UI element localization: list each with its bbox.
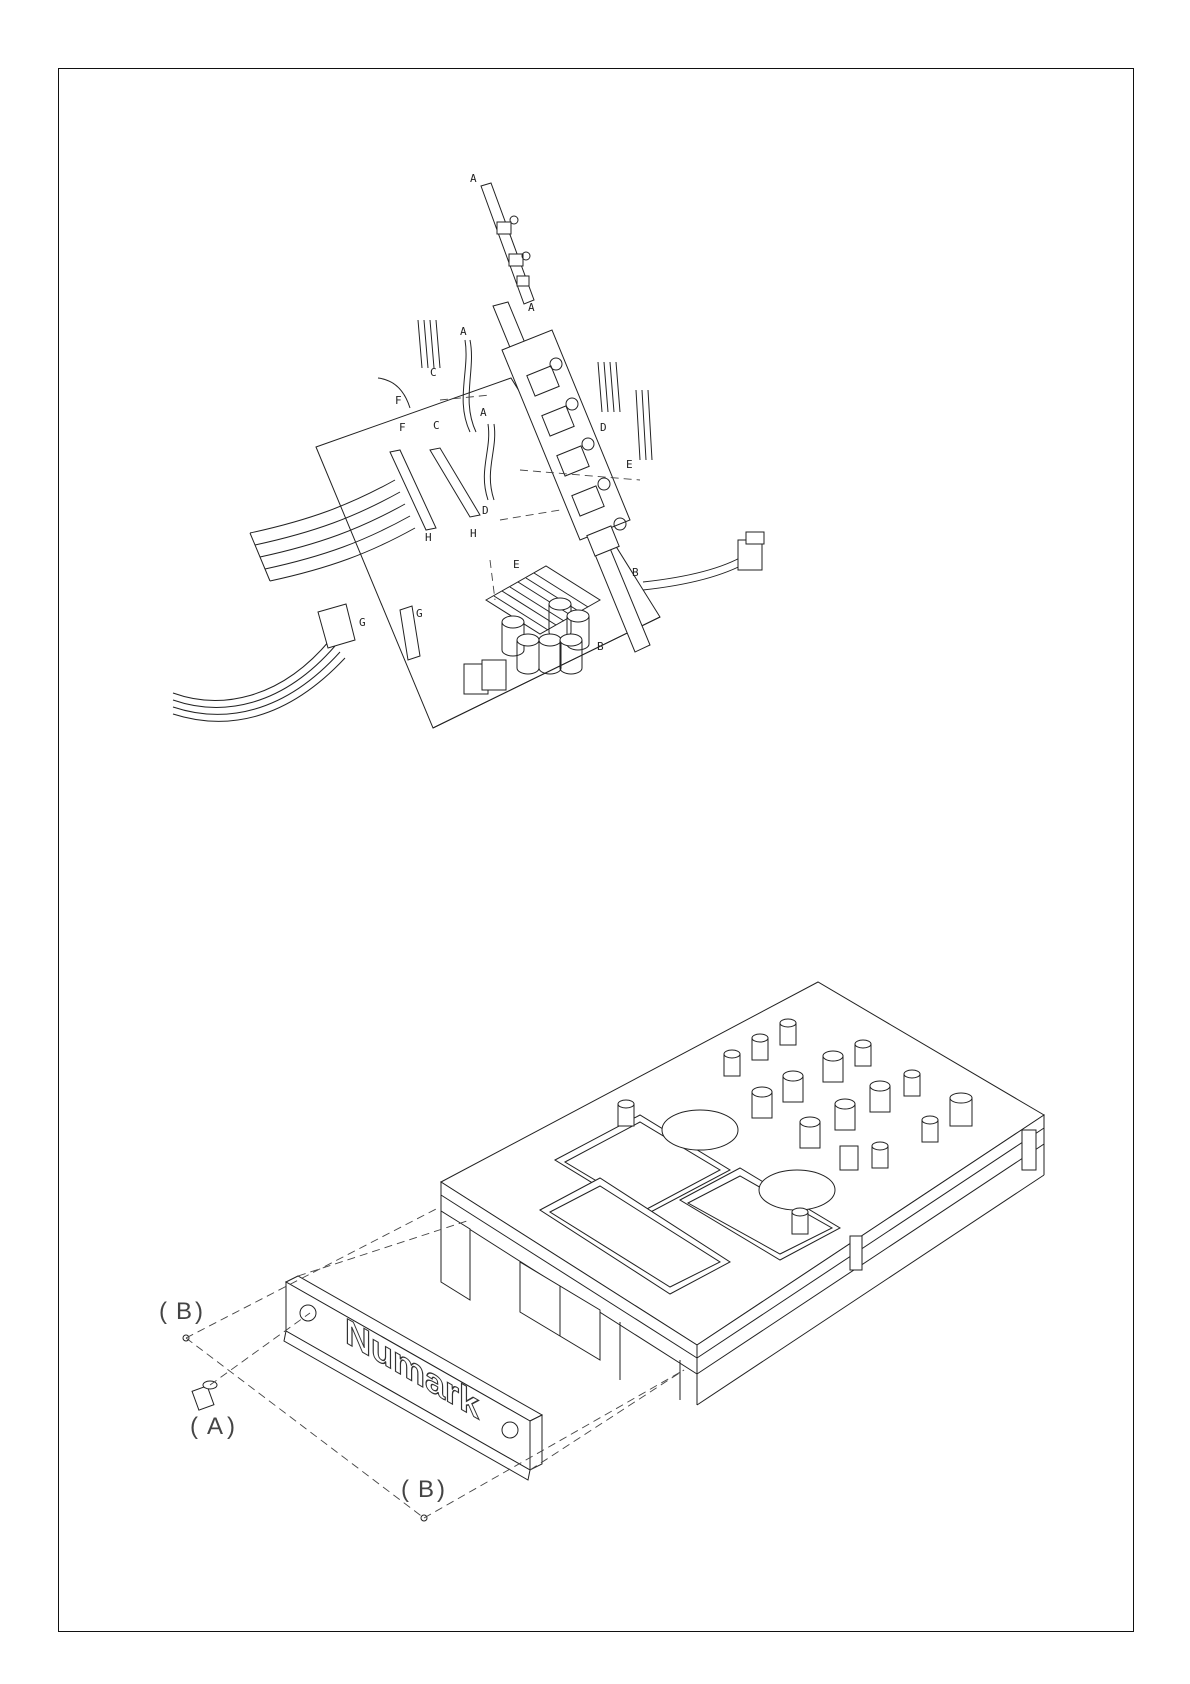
label-c1: C: [430, 366, 437, 379]
label-d1: D: [600, 421, 607, 434]
label-a: A: [207, 1413, 225, 1440]
label-f1: F: [395, 394, 402, 407]
label-b-left: B: [176, 1298, 194, 1325]
svg-text:): ): [227, 1413, 237, 1440]
svg-text:): ): [437, 1476, 447, 1503]
label-a2: A: [528, 301, 535, 314]
svg-text:(: (: [401, 1476, 411, 1503]
cable-g: [173, 604, 420, 721]
label-d2: D: [482, 504, 489, 517]
label-c2: C: [433, 419, 440, 432]
label-a3: A: [460, 325, 467, 338]
label-e1: E: [626, 458, 633, 471]
platter-right: [759, 1170, 835, 1210]
label-h2: H: [470, 527, 477, 540]
label-e2: E: [513, 558, 520, 571]
label-a1: A: [470, 172, 477, 185]
label-h1: H: [425, 531, 432, 544]
detached-knob: [192, 1381, 217, 1410]
label-g2: G: [416, 607, 423, 620]
label-b1: B: [632, 566, 639, 579]
label-b2: B: [597, 640, 604, 653]
label-a4: A: [480, 406, 487, 419]
top-small-board: [481, 183, 534, 304]
mixer-chassis-diagram: Numark ( B ) ( A ) ( B ): [159, 982, 1044, 1521]
pcb-assembly-diagram: A A A A B B C C D D E E F F G G H H: [173, 172, 764, 728]
label-f2: F: [399, 421, 406, 434]
label-b-bottom: B: [418, 1476, 436, 1503]
svg-text:(: (: [159, 1298, 169, 1325]
svg-text:): ): [195, 1298, 205, 1325]
svg-text:(: (: [190, 1413, 200, 1440]
label-g1: G: [359, 616, 366, 629]
platter-left: [662, 1110, 738, 1150]
front-faceplate: Numark: [284, 1276, 542, 1480]
